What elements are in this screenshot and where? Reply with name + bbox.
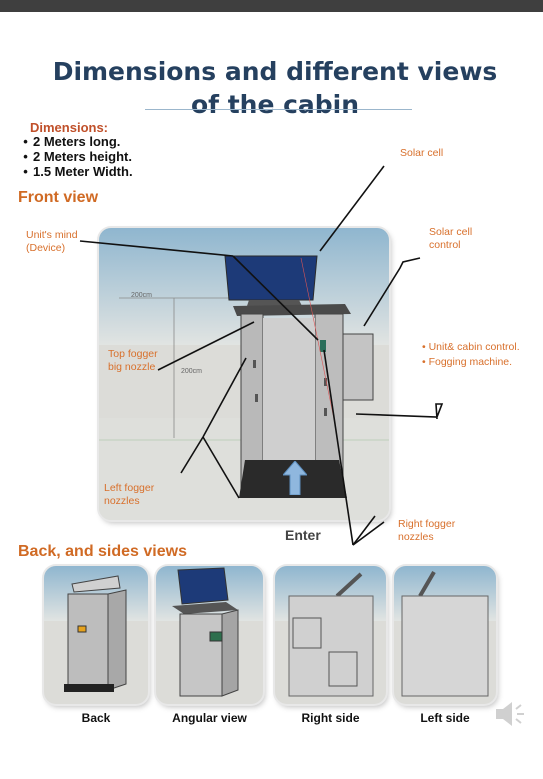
- dimension-item: •1.5 Meter Width.: [23, 164, 133, 179]
- front-view-heading: Front view: [18, 189, 99, 206]
- views-heading: Back, and sides views: [18, 543, 187, 560]
- dimension-item: •2 Meters long.: [23, 134, 121, 149]
- callout-units-mind: Unit's mind (Device): [26, 229, 78, 254]
- enter-arrow-icon: [283, 461, 307, 495]
- callout-left-fogger: Left fogger nozzles: [104, 482, 155, 507]
- height-measure: 200cm: [181, 368, 203, 375]
- right-side-view-image: [275, 566, 386, 704]
- title-underline: [145, 109, 412, 110]
- angular-view-image: [156, 566, 263, 704]
- dimension-item: •2 Meters height.: [23, 149, 132, 164]
- callout-solar-cell-control: Solar cell control: [429, 226, 473, 251]
- dimensions-list: •2 Meters long. •2 Meters height. •1.5 M…: [18, 134, 133, 179]
- callout-unit-control: • Unit& cabin control.: [422, 341, 520, 353]
- label-left-side: Left side: [420, 711, 470, 725]
- callout-fogging-machine: • Fogging machine.: [422, 356, 513, 368]
- left-side-view-image: [394, 566, 496, 704]
- speaker-icon[interactable]: [494, 699, 528, 729]
- callout-right-fogger: Right fogger nozzles: [398, 518, 456, 543]
- callout-solar-cell: Solar cell: [400, 147, 444, 159]
- width-measure: 200cm: [131, 292, 153, 299]
- back-view-image: [44, 566, 148, 704]
- label-back: Back: [81, 711, 111, 725]
- enter-label: Enter: [285, 527, 321, 543]
- top-bar: [0, 0, 543, 12]
- page-title: Dimensions and different views of the ca…: [52, 57, 498, 119]
- dimensions-heading: Dimensions:: [30, 120, 109, 135]
- label-angular-view: Angular view: [172, 711, 247, 725]
- label-right-side: Right side: [301, 711, 360, 725]
- front-view-image: 200cm 200cm: [99, 228, 389, 520]
- cabin-front-render: [99, 255, 389, 520]
- callout-top-fogger: Top fogger big nozzle: [108, 348, 158, 373]
